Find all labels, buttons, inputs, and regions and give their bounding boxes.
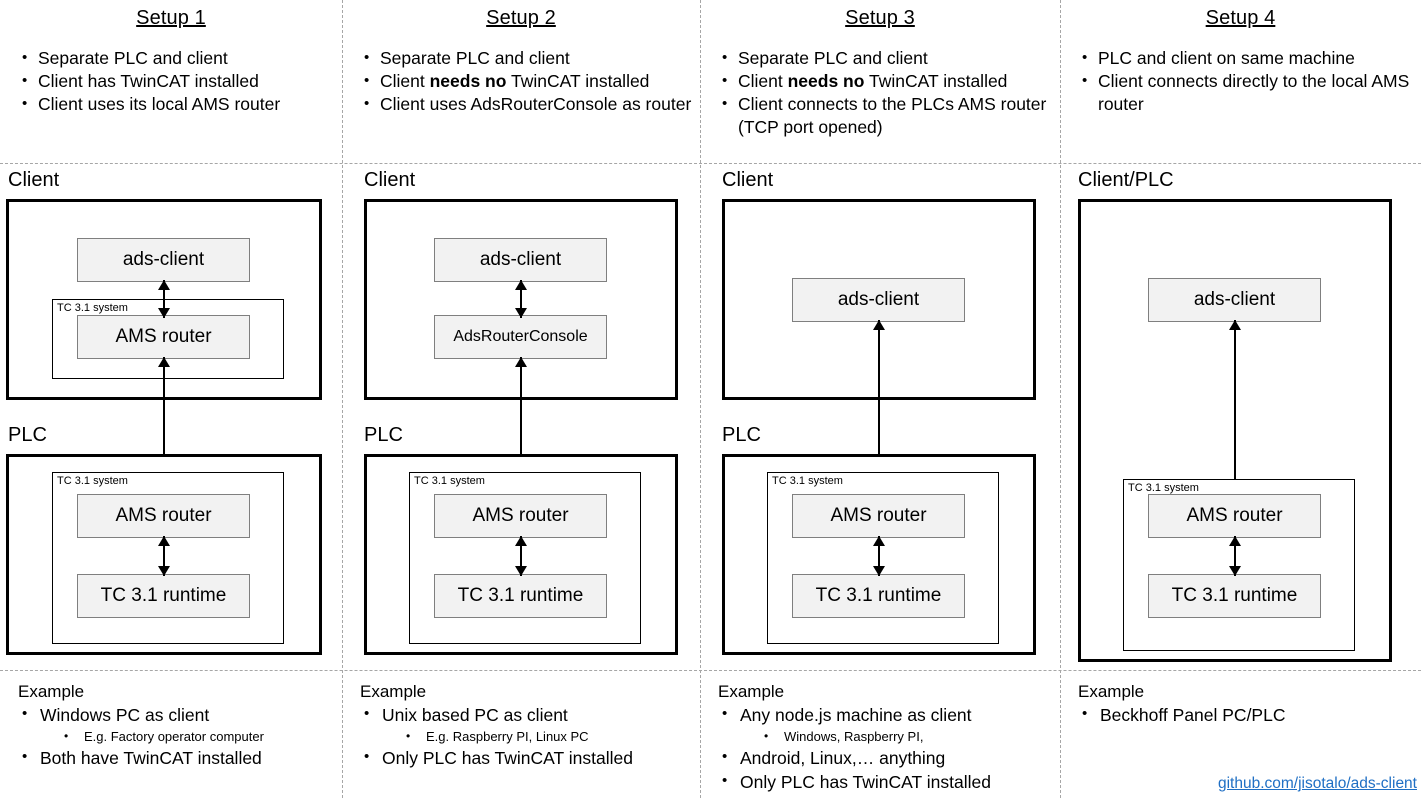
list-item: Client uses its local AMS router [22,92,342,116]
list-item: Both have TwinCAT installed [18,745,342,770]
page-title-setup-3: Setup 3 [845,7,915,29]
list-item: Separate PLC and client [22,46,342,70]
column-setup-3: Setup 3 Separate PLC and client Client n… [700,0,1060,798]
diagram-setup-2: Client ads-client AdsRouterConsole PLC T… [342,163,700,670]
example-title: Example [18,682,85,701]
zone-label-client: Client [364,169,416,191]
github-repo-link[interactable]: github.com/jisotalo/ads-client [1217,775,1417,792]
zone-label-client: Client [8,169,60,191]
arrow-router-to-runtime [157,536,171,576]
divider-col-2 [700,0,701,798]
example-title: Example [718,682,785,701]
node-tc31-runtime: TC 3.1 runtime [434,574,607,618]
list-item: PLC and client on same machine [1082,46,1421,70]
column-setup-4: Setup 4 PLC and client on same machine C… [1060,0,1421,798]
example-setup-1: Example Windows PC as client E.g. Factor… [0,670,342,798]
node-ads-client: ads-client [1148,278,1321,322]
zone-label-plc: PLC [8,424,47,446]
list-item: Only PLC has TwinCAT installed [360,745,700,770]
divider-col-3 [1060,0,1061,798]
node-ads-client: ads-client [792,278,965,322]
example-list: Beckhoff Panel PC/PLC [1078,702,1421,727]
page-title-setup-1: Setup 1 [136,7,206,29]
node-tc31-runtime: TC 3.1 runtime [77,574,250,618]
example-setup-2: Example Unix based PC as client E.g. Ras… [342,670,700,798]
bullet-list-setup-1: Separate PLC and client Client has TwinC… [0,46,342,116]
arrow-adsclient-to-router [157,280,171,318]
example-setup-4: Example Beckhoff Panel PC/PLC github.com… [1060,670,1421,798]
header-setup-4: Setup 4 PLC and client on same machine C… [1060,0,1421,163]
bullet-list-setup-4: PLC and client on same machine Client co… [1060,46,1421,116]
node-tc31-runtime: TC 3.1 runtime [792,574,965,618]
list-item: Separate PLC and client [364,46,700,70]
header-setup-2: Setup 2 Separate PLC and client Client n… [342,0,700,163]
divider-example-top [0,670,1421,671]
list-item: Client needs no TwinCAT installed [364,69,700,93]
list-item: Beckhoff Panel PC/PLC [1078,702,1421,727]
page-title-setup-2: Setup 2 [486,7,556,29]
node-plc-ams-router: AMS router [77,494,250,538]
list-item: Windows PC as client [18,702,342,727]
zone-label-plc: PLC [722,424,761,446]
tc31-system-label: TC 3.1 system [414,475,485,487]
node-ads-client: ads-client [77,238,250,282]
tc31-system-label: TC 3.1 system [57,302,128,314]
zone-label-plc: PLC [364,424,403,446]
list-item: Separate PLC and client [722,46,1060,70]
diagram-setup-3: Client ads-client PLC TC 3.1 system AMS … [700,163,1060,670]
node-client-ams-router: AMS router [77,315,250,359]
list-item-sub: E.g. Raspberry PI, Linux PC [360,727,700,746]
arrow-adsclient-to-routerconsole [514,280,528,318]
list-item: Only PLC has TwinCAT installed [718,769,1060,794]
bullet-list-setup-3: Separate PLC and client Client needs no … [700,46,1060,139]
list-item: Client connects to the PLCs AMS router (… [722,92,1060,139]
node-plc-ams-router: AMS router [434,494,607,538]
diagram-setup-1: Client ads-client TC 3.1 system AMS rout… [0,163,342,670]
divider-col-1 [342,0,343,798]
node-ads-router-console: AdsRouterConsole [434,315,607,359]
arrow-router-to-runtime [872,536,886,576]
example-setup-3: Example Any node.js machine as client Wi… [700,670,1060,798]
divider-header-bottom [0,163,1421,164]
list-item-sub: Windows, Raspberry PI, [718,727,1060,746]
header-setup-3: Setup 3 Separate PLC and client Client n… [700,0,1060,163]
header-setup-1: Setup 1 Separate PLC and client Client h… [0,0,342,163]
tc31-system-label: TC 3.1 system [1128,482,1199,494]
example-title: Example [360,682,427,701]
list-item: Client uses AdsRouterConsole as router [364,92,700,116]
list-item: Unix based PC as client [360,702,700,727]
column-setup-2: Setup 2 Separate PLC and client Client n… [342,0,700,798]
list-item: Any node.js machine as client [718,702,1060,727]
list-item: Client has TwinCAT installed [22,69,342,93]
node-ads-client: ads-client [434,238,607,282]
node-ams-router: AMS router [1148,494,1321,538]
page-title-setup-4: Setup 4 [1205,7,1276,29]
example-title: Example [1078,682,1145,701]
zone-label-client: Client [722,169,774,191]
list-item-sub-continued: Android, Linux,… anything [718,745,1060,770]
tc31-system-label: TC 3.1 system [772,475,843,487]
column-setup-1: Setup 1 Separate PLC and client Client h… [0,0,342,798]
list-item: Client connects directly to the local AM… [1082,69,1421,116]
example-list: Windows PC as client E.g. Factory operat… [18,702,342,770]
diagram-setup-4: Client/PLC ads-client TC 3.1 system AMS … [1060,163,1421,670]
example-list: Any node.js machine as client Windows, R… [718,702,1060,794]
arrow-adsclient-to-router [1228,320,1242,496]
example-list: Unix based PC as client E.g. Raspberry P… [360,702,700,770]
list-item-sub: E.g. Factory operator computer [18,727,342,746]
bullet-list-setup-2: Separate PLC and client Client needs no … [342,46,700,116]
node-plc-ams-router: AMS router [792,494,965,538]
zone-label-client-plc: Client/PLC [1078,169,1174,191]
arrow-router-to-runtime [514,536,528,576]
tc31-system-label: TC 3.1 system [57,475,128,487]
arrow-router-to-runtime [1228,536,1242,576]
node-tc31-runtime: TC 3.1 runtime [1148,574,1321,618]
list-item: Client needs no TwinCAT installed [722,69,1060,93]
